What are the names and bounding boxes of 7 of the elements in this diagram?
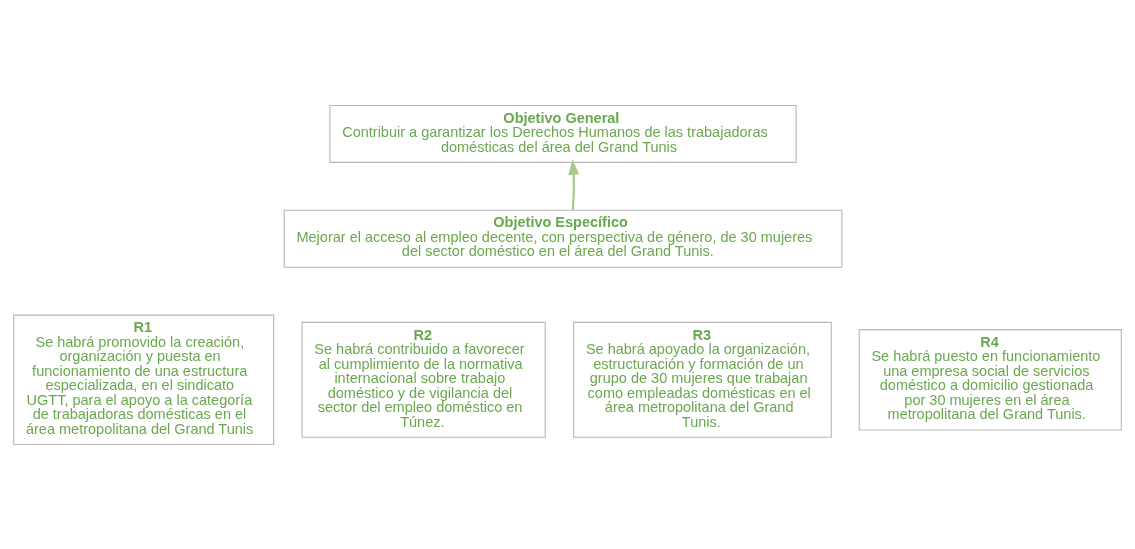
node-box: R2 Se habrá contribuido a favorecer al cumplimiento de la normativa internacional sobre trabajo doméstico y de vigilancia del sector del empleo doméstico en Túnez. [301,321,546,438]
node-box: R1 Se habrá promovido la creación, organización y puesta en funcionamiento de una estructura especializada, en el sindicato UGTT, para el apoyo a la categoría de trabajadoras domésticas en el área metropolitana del Grand Tunis [13,314,275,445]
arrow [568,158,580,210]
node-box: R3 Se habrá apoyado la organización, estructuración y formación de un grupo de 30 mujeres que trabajan como empleadas domésticas en el área metropolitana del Grand Tunis. [573,321,832,438]
node-box: Objetivo Específico Mejorar el acceso al empleo decente, con perspectiva de género, de 30 mujeres del sector doméstico en el área del Grand Tunis. [283,209,843,268]
node-box: Objetivo General Contribuir a garantizar los Derechos Humanos de las trabajadoras domésticas del área del Grand Tunis [329,104,797,163]
node-box: R4 Se habrá puesto en funcionamiento una empresa social de servicios doméstico a domicilio gestionada por 30 mujeres en el área metropolitana del Grand Tunis. [858,328,1122,431]
